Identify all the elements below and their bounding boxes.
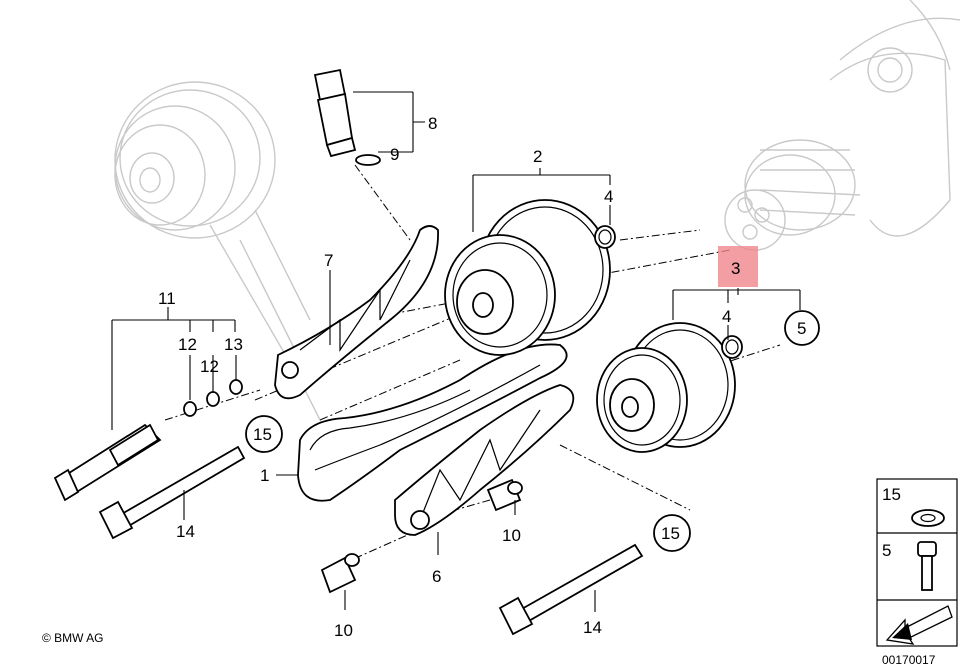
inset-screw-icon (917, 541, 937, 591)
callout-15-circle-right (653, 514, 691, 552)
washer-12-a (183, 401, 197, 417)
ghost-crankshaft (724, 0, 960, 251)
inset-label-5: 5 (882, 541, 891, 560)
sealing-ring-upper (594, 225, 616, 249)
callout-13: 13 (224, 335, 243, 354)
callout-14-upper: 14 (176, 522, 195, 541)
callout-5-circle (784, 310, 820, 346)
callout-15-circle-left (245, 415, 283, 453)
camshaft-adjuster-lower (596, 322, 736, 453)
inset-arrow-icon (885, 605, 953, 645)
copyright-label: © BMW AG (42, 631, 104, 645)
callout-7: 7 (324, 251, 333, 270)
tensioner-rail (274, 225, 439, 400)
stud-bolt-bottom (320, 553, 360, 594)
inset-label-15: 15 (882, 485, 901, 504)
camshaft-adjuster-upper (444, 199, 611, 356)
callout-8: 8 (428, 114, 437, 133)
callout-4-upper: 4 (604, 187, 613, 206)
sealing-ring-lower (721, 335, 743, 359)
callout-12-b: 12 (200, 357, 219, 376)
callout-9: 9 (390, 145, 399, 164)
callout-11: 11 (158, 289, 176, 308)
inset-washer-icon (911, 509, 945, 527)
callout-12-a: 12 (178, 335, 197, 354)
callout-1: 1 (260, 466, 269, 485)
callout-5: 5 (797, 319, 806, 338)
stud-bolt-right (486, 478, 523, 512)
timing-chain (297, 343, 568, 502)
bolt-upper (98, 445, 246, 540)
fastener-inset: 15 5 (876, 478, 958, 647)
callout-15-left: 15 (253, 425, 272, 444)
callout-4-lower: 4 (722, 307, 731, 326)
callout-3: 3 (731, 259, 740, 278)
washer-13 (229, 379, 243, 395)
bolt-lower (498, 543, 644, 636)
diagram-number: 00170017 (882, 653, 936, 667)
callout-15-right: 15 (661, 524, 680, 543)
callout-10-right: 10 (502, 526, 521, 545)
callout-6: 6 (432, 567, 441, 586)
washer-12-b (206, 391, 220, 407)
callout-2: 2 (533, 147, 542, 166)
callout-10-bottom: 10 (334, 621, 353, 640)
guide-rail (394, 384, 575, 536)
guide-pin (53, 423, 162, 502)
callout-14-lower: 14 (583, 618, 602, 637)
highlight-callout-3 (718, 246, 758, 287)
chain-tensioner (313, 68, 381, 166)
